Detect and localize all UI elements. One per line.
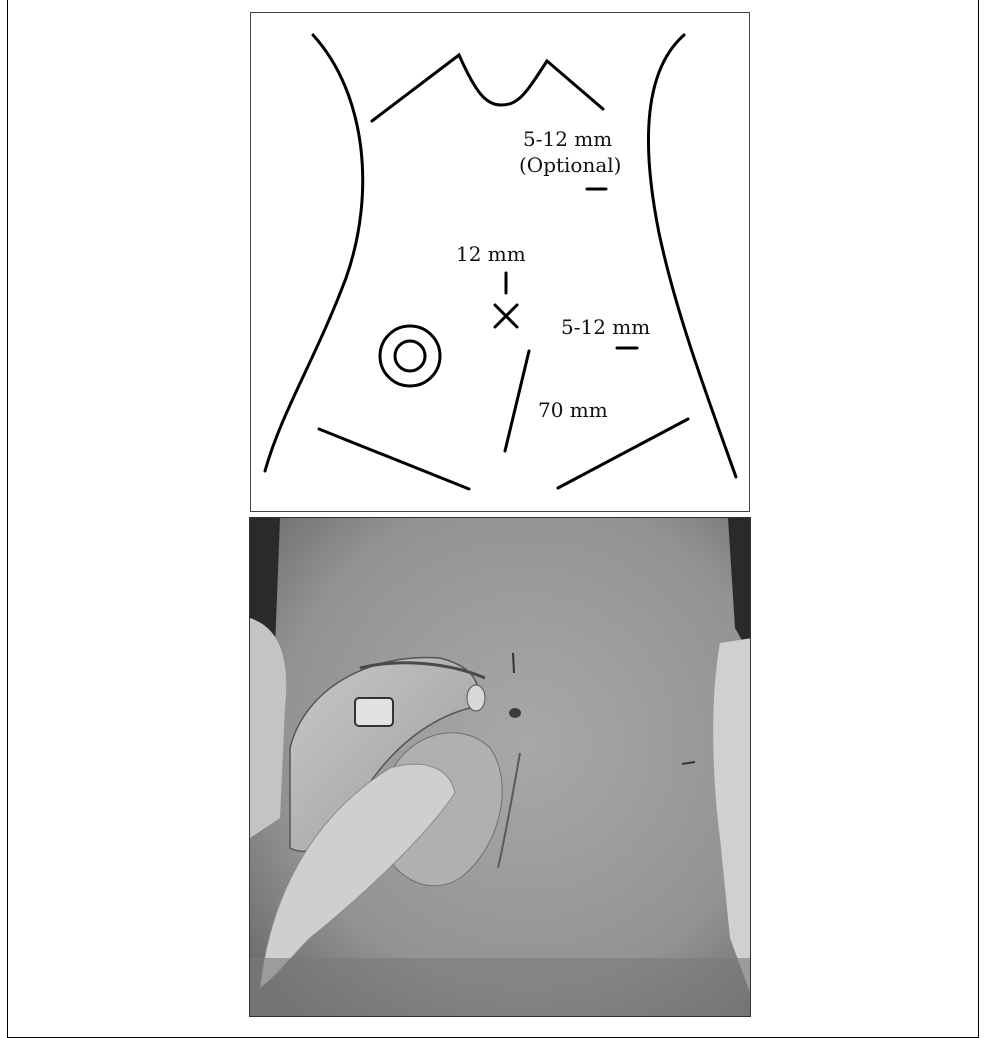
left-inguinal-line xyxy=(319,429,469,489)
right-flank-line xyxy=(649,35,736,477)
lower-abdomen-shadow xyxy=(250,958,751,1017)
costal-margin-line xyxy=(372,55,603,121)
photo-drawing xyxy=(250,518,751,1017)
label-incision: 70 mm xyxy=(538,398,608,422)
port-placement-diagram: 5-12 mm (Optional) 12 mm 5-12 mm 70 mm xyxy=(250,12,750,512)
stoma-outer-ring xyxy=(380,326,440,386)
upper-port-site xyxy=(513,653,514,673)
label-optional-port-note: (Optional) xyxy=(519,153,621,177)
label-camera-port: 12 mm xyxy=(456,242,526,266)
right-inguinal-line xyxy=(558,419,688,488)
stoma-inner-ring xyxy=(395,341,425,371)
bag-label-patch xyxy=(355,698,393,726)
left-flank-line xyxy=(265,35,363,471)
incision-line xyxy=(505,351,529,451)
label-right-port: 5-12 mm xyxy=(561,315,650,339)
abdomen-photo xyxy=(249,517,751,1017)
umbilical-port-site xyxy=(509,708,521,718)
clip xyxy=(467,685,485,711)
label-optional-port-size: 5-12 mm xyxy=(523,127,612,151)
